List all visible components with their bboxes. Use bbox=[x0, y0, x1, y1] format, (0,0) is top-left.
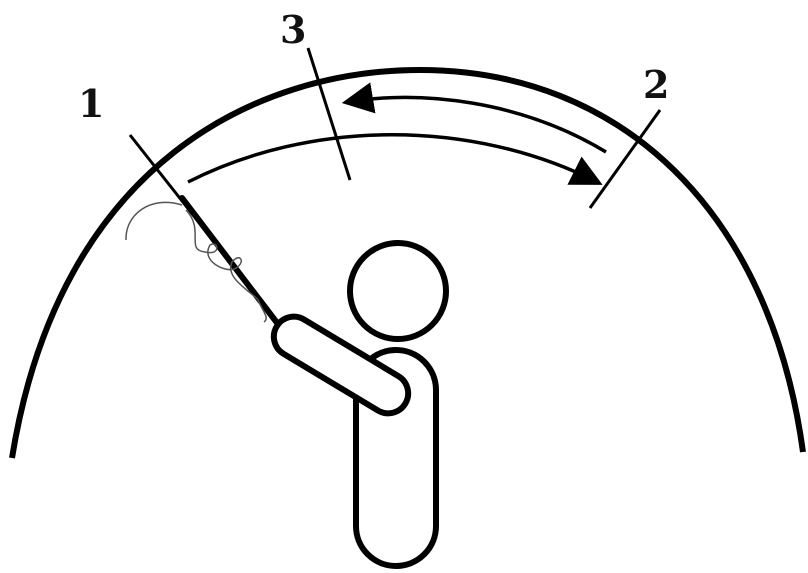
person-figure-icon bbox=[266, 243, 446, 566]
rod-icon bbox=[182, 198, 284, 332]
label-position-1: 1 bbox=[78, 81, 104, 126]
marker-tick-3 bbox=[308, 48, 350, 180]
label-position-2: 2 bbox=[643, 62, 669, 107]
label-position-3: 3 bbox=[280, 7, 306, 52]
arrow-icon bbox=[188, 135, 597, 182]
marker-tick-2 bbox=[590, 110, 660, 208]
